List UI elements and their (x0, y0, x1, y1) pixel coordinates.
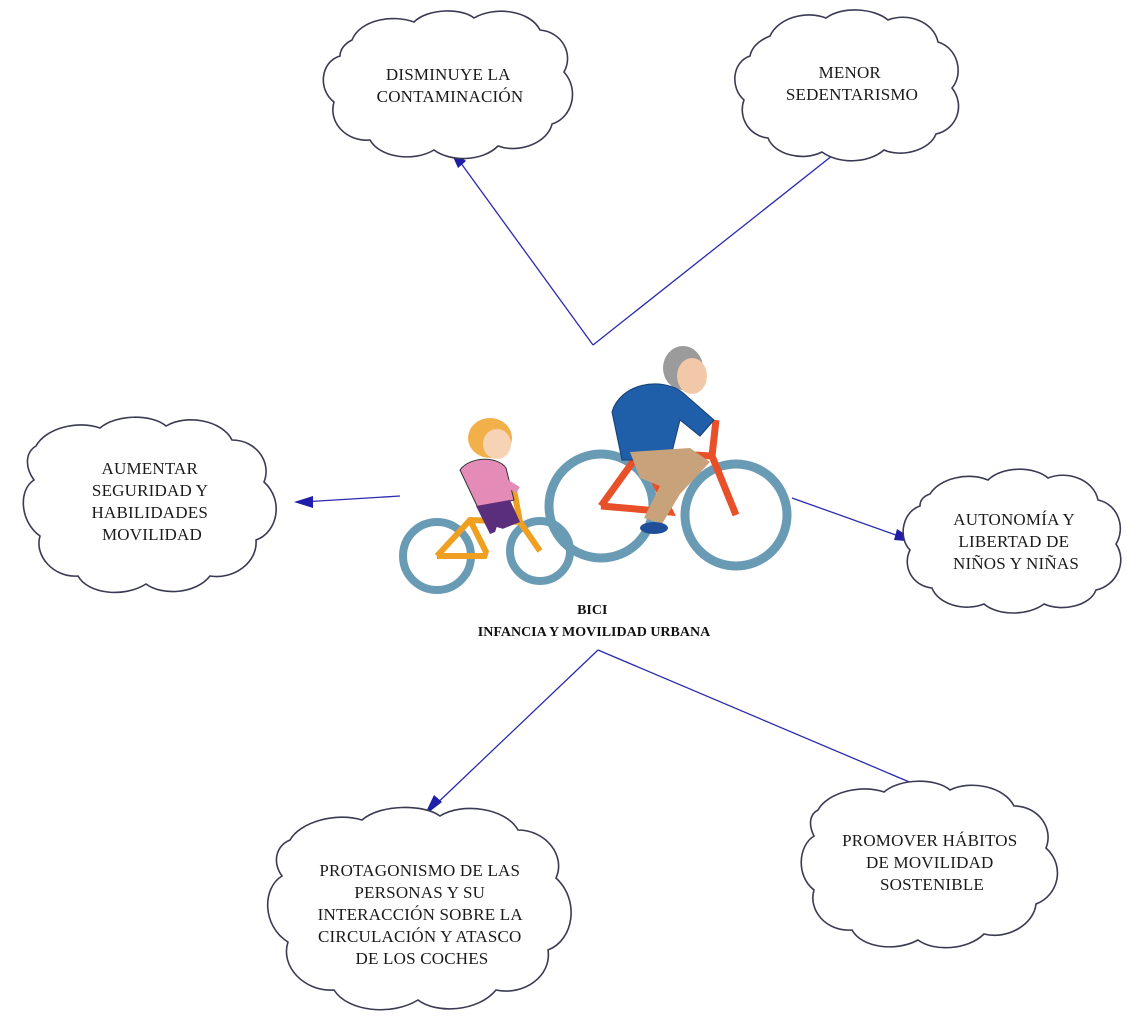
connector-habitos (597, 649, 941, 796)
cloud-line: AUMENTAR (101, 459, 198, 478)
cloud-node-protagonismo: PROTAGONISMO DE LAS PERSONAS Y SU INTERA… (266, 806, 572, 1011)
cloud-line: CIRCULACIÓN Y ATASCO (318, 927, 522, 946)
child-arm (496, 474, 520, 494)
cloud-line: LIBERTAD DE (958, 532, 1069, 551)
child-top (459, 458, 515, 509)
adult-face (677, 358, 707, 394)
cloud-shape-contaminacion (322, 10, 574, 160)
child-skirt (476, 500, 520, 534)
adult-figure (611, 346, 715, 534)
adult-pants (630, 448, 710, 524)
cloud-shape-autonomia (902, 468, 1122, 614)
child-leg (477, 526, 504, 573)
cloud-label-sedentarismo: MENOR SEDENTARISMO (786, 63, 918, 104)
center-line-2: INFANCIA Y MOVILIDAD URBANA (478, 625, 711, 640)
cloud-line: PROTAGONISMO DE LAS (319, 861, 520, 880)
adult-front-wheel (680, 459, 792, 571)
cloud-line: PROMOVER HÁBITOS (842, 831, 1017, 850)
connector-sedentarismo (592, 139, 853, 346)
cloud-line: DE MOVILIDAD (866, 853, 994, 872)
cloud-line: SOSTENIBLE (880, 875, 984, 894)
cloud-label-habitos: PROMOVER HÁBITOS DE MOVILIDAD SOSTENIBLE (842, 831, 1022, 894)
cloud-line: DISMINUYE LA (386, 65, 511, 84)
adult-shoe (640, 522, 668, 534)
cloud-line: CONTAMINACIÓN (377, 87, 524, 106)
connector-autonomia (791, 497, 911, 541)
child-figure (459, 418, 520, 573)
cloud-node-seguridad: AUMENTAR SEGURIDAD Y HABILIDADES MOVILID… (22, 416, 277, 594)
cloud-line: MENOR (819, 63, 882, 82)
arrowhead-seguridad (294, 496, 313, 508)
cloud-line: HABILIDADES (92, 503, 208, 522)
cloud-node-contaminacion: DISMINUYE LA CONTAMINACIÓN (322, 10, 574, 160)
cloud-node-sedentarismo: MENOR SEDENTARISMO (734, 9, 960, 162)
cloud-shape-protagonismo (266, 806, 572, 1011)
cyclists-illustration (399, 346, 792, 594)
child-face (483, 429, 511, 459)
cloud-node-autonomia: AUTONOMÍA Y LIBERTAD DE NIÑOS Y NIÑAS (902, 468, 1122, 614)
cloud-line: DE LOS COCHES (356, 949, 489, 968)
cloud-shape-sedentarismo (734, 9, 960, 162)
cloud-line: SEDENTARISMO (786, 85, 918, 104)
cloud-label-autonomia: AUTONOMÍA Y LIBERTAD DE NIÑOS Y NIÑAS (953, 510, 1079, 573)
cloud-shape-seguridad (22, 416, 277, 594)
cloud-line: SEGURIDAD Y (92, 481, 208, 500)
cloud-label-protagonismo: PROTAGONISMO DE LAS PERSONAS Y SU INTERA… (318, 861, 527, 968)
center-label: BICI INFANCIA Y MOVILIDAD URBANA (478, 603, 711, 640)
cloud-label-seguridad: AUMENTAR SEGURIDAD Y HABILIDADES MOVILID… (92, 459, 213, 544)
adult-jacket (611, 383, 715, 461)
cloud-node-habitos: PROMOVER HÁBITOS DE MOVILIDAD SOSTENIBLE (800, 780, 1059, 949)
cloud-label-contaminacion: DISMINUYE LA CONTAMINACIÓN (377, 65, 524, 106)
cloud-line: AUTONOMÍA Y (953, 510, 1074, 529)
center-line-1: BICI (577, 603, 607, 618)
cloud-line: INTERACCIÓN SOBRE LA (318, 905, 524, 924)
connector-contaminacion (454, 154, 594, 346)
cloud-line: PERSONAS Y SU (354, 883, 485, 902)
cloud-shape-habitos (800, 780, 1059, 949)
cloud-line: MOVILIDAD (102, 525, 202, 544)
cloud-line: NIÑOS Y NIÑAS (953, 554, 1079, 573)
connector-seguridad (301, 495, 401, 503)
connector-protagonismo (429, 649, 599, 811)
